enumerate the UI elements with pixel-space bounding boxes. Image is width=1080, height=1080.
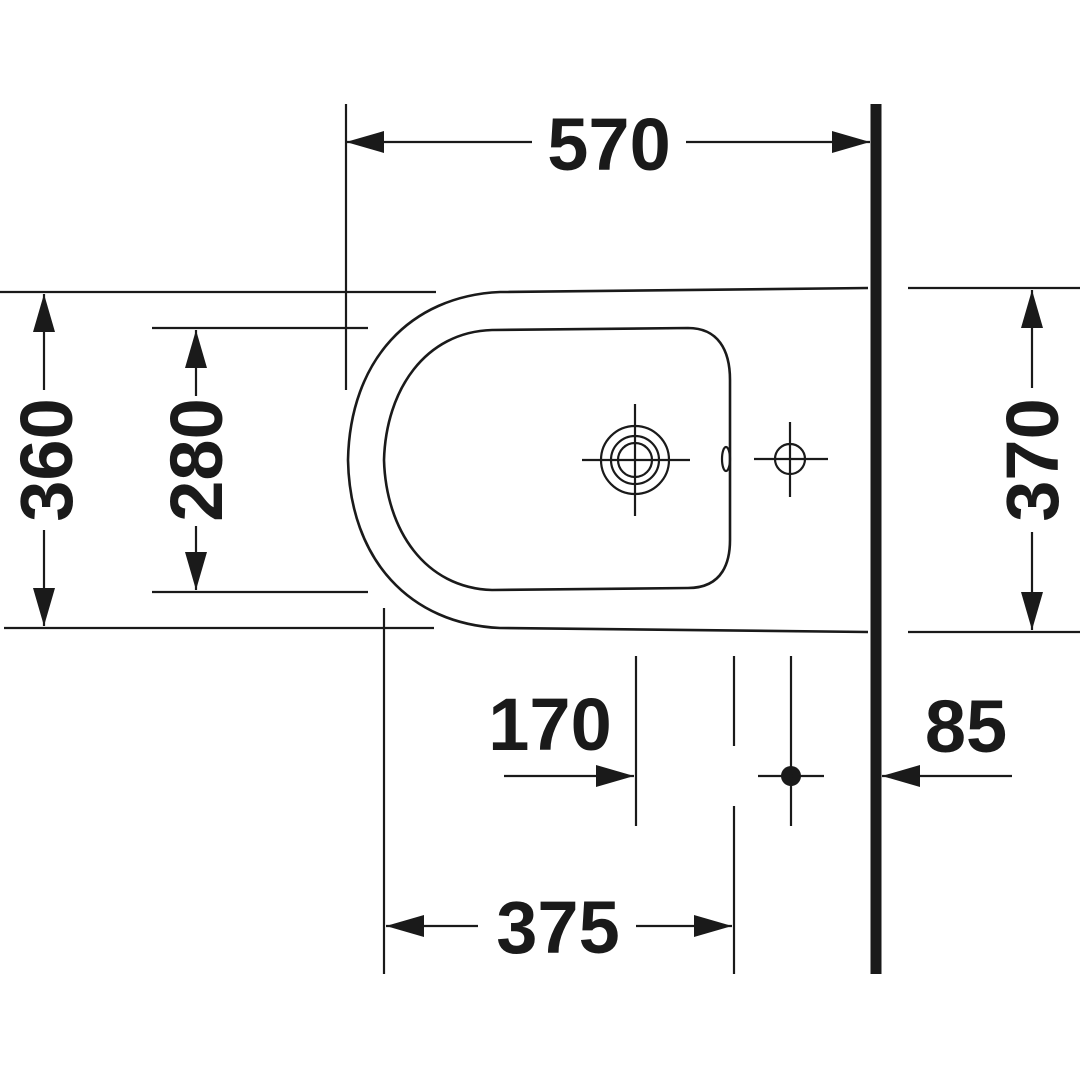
arrow-head bbox=[1021, 290, 1043, 328]
arrow-head bbox=[882, 765, 920, 787]
dimension-570: 570 bbox=[344, 103, 870, 390]
arrow-head bbox=[694, 915, 732, 937]
dimension-370: 370 bbox=[908, 286, 1080, 634]
arrow-head bbox=[33, 588, 55, 626]
tap-hole-symbol bbox=[754, 422, 828, 497]
drain-symbol bbox=[582, 404, 690, 516]
arrow-head bbox=[185, 330, 207, 368]
dimension-label-570: 570 bbox=[547, 103, 670, 186]
dimension-85: 85 bbox=[882, 685, 1012, 787]
dimension-label-360: 360 bbox=[5, 398, 88, 521]
dimension-label-170: 170 bbox=[488, 683, 611, 766]
dimension-375: 375 bbox=[382, 608, 736, 974]
arrow-head bbox=[386, 915, 424, 937]
dimension-label-370: 370 bbox=[991, 398, 1074, 521]
arrow-head bbox=[346, 131, 384, 153]
arrow-head bbox=[1021, 592, 1043, 630]
arrow-head bbox=[832, 131, 870, 153]
dimension-360: 360 bbox=[0, 290, 436, 630]
dimension-label-280: 280 bbox=[155, 398, 238, 521]
dimension-280: 280 bbox=[152, 326, 368, 594]
dimension-label-375: 375 bbox=[496, 886, 619, 969]
bidet-inner-bowl-outline bbox=[382, 326, 732, 592]
arrow-head bbox=[33, 294, 55, 332]
bidet-outer-outline bbox=[346, 286, 869, 634]
dimension-170: 170 bbox=[488, 656, 793, 826]
dimension-label-85: 85 bbox=[925, 685, 1007, 768]
overflow-slot bbox=[720, 445, 732, 473]
arrow-head bbox=[596, 765, 634, 787]
arrow-head bbox=[185, 552, 207, 590]
